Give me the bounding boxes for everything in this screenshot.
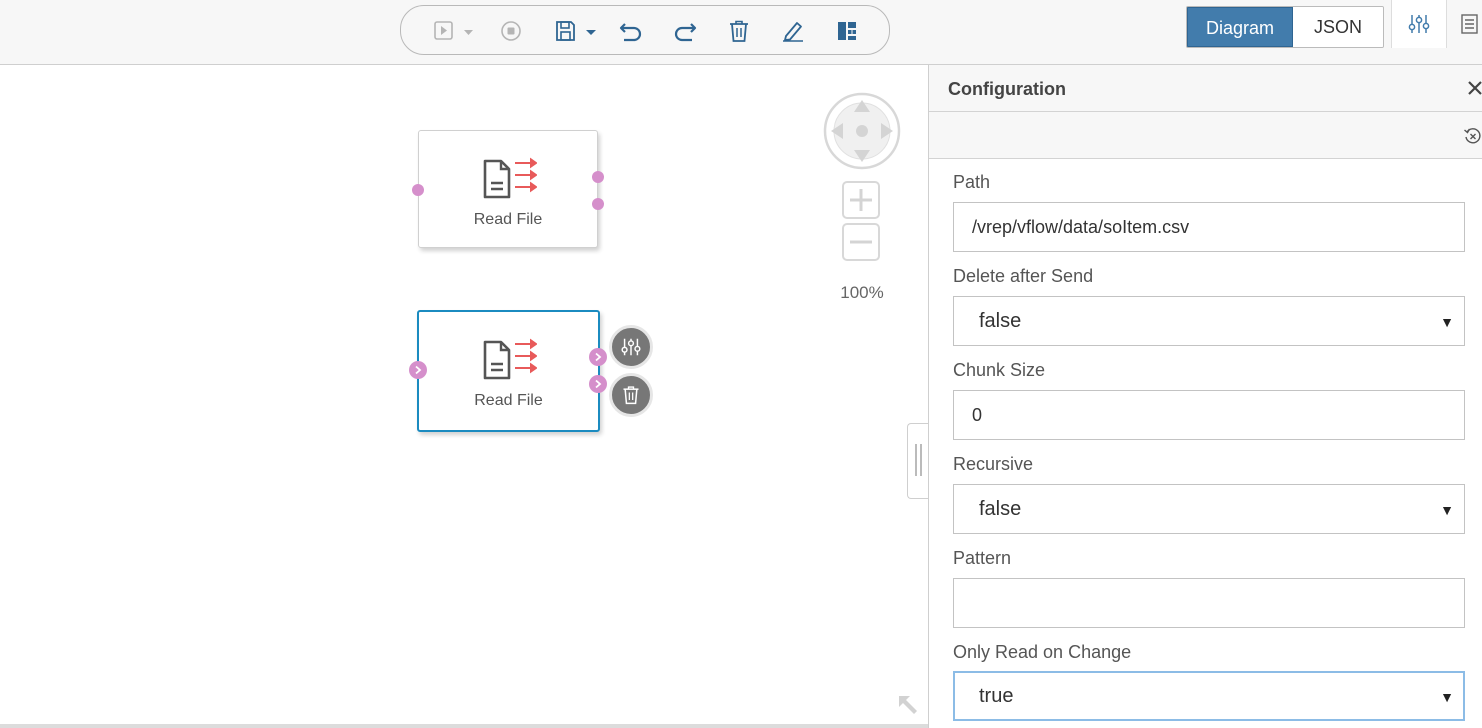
save-icon [556,21,596,41]
dropdown-caret-icon: ▼ [1440,689,1454,705]
json-view-button[interactable]: JSON [1293,7,1383,47]
chunk-size-input[interactable]: 0 [953,390,1465,440]
layout-button[interactable] [833,18,861,44]
delete-after-send-select[interactable]: false ▼ [953,296,1465,346]
configuration-tab[interactable] [1391,0,1447,48]
grip-line [915,444,917,476]
top-toolbar: Diagram JSON [0,0,1482,65]
chevron-right-icon [415,365,422,375]
read-file-icon [483,157,537,199]
operator-node[interactable]: Read File [418,130,598,248]
output-port[interactable] [592,171,604,183]
trash-icon [623,386,639,405]
only-read-on-change-value: true [979,685,1014,707]
edit-button[interactable] [779,18,807,44]
input-port[interactable] [409,361,427,379]
chevron-right-icon [595,379,602,389]
node-configure-button[interactable] [609,325,653,369]
pan-navigator-icon[interactable] [823,92,901,170]
delete-after-send-label: Delete after Send [953,266,1094,286]
panel-splitter[interactable] [907,423,928,499]
panel-subtoolbar [929,112,1482,159]
node-label: Read File [473,211,543,228]
run-button[interactable] [431,18,475,44]
edit-icon [783,22,803,42]
delete-icon [730,20,748,42]
fit-to-screen-icon[interactable] [896,693,920,717]
pattern-label: Pattern [953,548,1012,568]
stop-icon [501,21,521,41]
node-delete-button[interactable] [609,373,653,417]
redo-icon [674,23,697,42]
layout-icon [838,22,856,40]
close-icon[interactable] [1467,78,1482,98]
panel-title: Configuration [948,79,1066,99]
path-value: /vrep/vflow/data/soItem.csv [972,217,1190,237]
sliders-icon [1408,15,1430,33]
sliders-icon [621,338,641,356]
undo-icon [619,23,642,42]
canvas-scrollbar[interactable] [0,724,928,728]
stop-button[interactable] [497,18,525,44]
list-icon [1461,14,1478,34]
delete-after-send-value: false [979,310,1022,332]
list-tab[interactable] [1454,0,1482,48]
only-read-on-change-select[interactable]: true ▼ [953,671,1465,721]
recursive-value: false [979,498,1022,520]
recursive-label: Recursive [953,454,1034,474]
view-toggle: Diagram JSON [1186,6,1384,48]
path-input[interactable]: /vrep/vflow/data/soItem.csv [953,202,1465,252]
read-file-icon [483,338,537,380]
delete-button[interactable] [725,18,753,44]
output-port[interactable] [592,198,604,210]
diagram-view-button[interactable]: Diagram [1187,7,1293,47]
grip-line [920,444,922,476]
input-port[interactable] [412,184,424,196]
zoom-out-icon[interactable] [842,223,880,261]
operator-node-selected[interactable]: Read File [417,310,600,432]
chunk-size-label: Chunk Size [953,360,1046,380]
run-icon [434,21,473,40]
chevron-right-icon [595,352,602,362]
dropdown-caret-icon: ▼ [1440,502,1454,518]
configuration-panel: Configuration Path /vrep/vflow/data/soIt… [928,65,1482,728]
zoom-in-icon[interactable] [842,181,880,219]
chunk-size-value: 0 [972,405,983,425]
only-read-on-change-label: Only Read on Change [953,642,1132,662]
dropdown-caret-icon: ▼ [1440,314,1454,330]
redo-button[interactable] [671,18,699,44]
panel-header: Configuration [929,65,1482,112]
output-port[interactable] [589,348,607,366]
path-label: Path [953,172,991,192]
graph-toolbar [400,5,890,55]
pattern-input[interactable] [953,578,1465,628]
recursive-select[interactable]: false ▼ [953,484,1465,534]
reset-icon[interactable] [1463,126,1482,146]
zoom-level: 100% [840,283,884,302]
output-port[interactable] [589,375,607,393]
undo-button[interactable] [617,18,645,44]
save-button[interactable] [553,18,599,44]
node-label: Read File [474,392,543,409]
diagram-canvas[interactable]: Read File Read File [0,65,928,725]
